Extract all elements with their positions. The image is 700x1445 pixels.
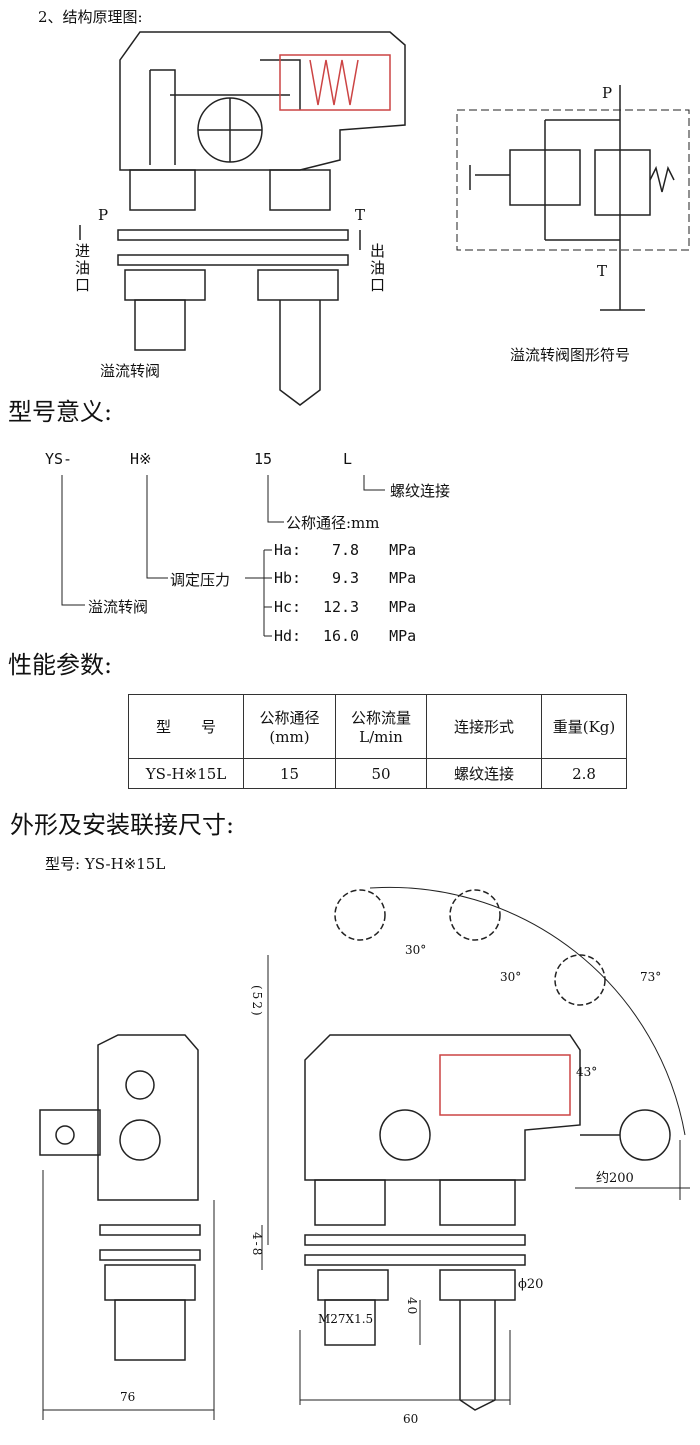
port-t-label: T bbox=[355, 206, 366, 224]
header-weight: 重量(Kg) bbox=[541, 694, 627, 759]
connection-label: 螺纹连接 bbox=[390, 482, 451, 500]
front-view-drawing bbox=[261, 886, 690, 1411]
port-p-label: P bbox=[98, 206, 109, 224]
valve-caption: 溢流转阀 bbox=[100, 362, 161, 380]
pressure-option: Hd: 16.0 MPa bbox=[274, 627, 416, 645]
section-title-model: 型号意义: bbox=[8, 398, 113, 426]
pressure-label: 调定压力 bbox=[170, 571, 231, 589]
dim-thread: M27X1.5 bbox=[318, 1312, 374, 1326]
pressure-value: 7.8 bbox=[332, 541, 360, 559]
dim-76: 76 bbox=[120, 1390, 136, 1404]
symbol-t-label: T bbox=[597, 262, 608, 280]
pressure-unit: MPa bbox=[389, 541, 417, 559]
pressure-unit: MPa bbox=[389, 598, 417, 616]
cell-flow: 50 bbox=[335, 758, 427, 789]
angle-73: 73° bbox=[640, 970, 662, 984]
hydraulic-symbol bbox=[456, 85, 690, 311]
header-model: 型 号 bbox=[128, 694, 244, 759]
pressure-value: 9.3 bbox=[332, 569, 360, 587]
pressure-code: Ha: bbox=[274, 541, 302, 559]
section-title-dimensions: 外形及安装联接尺寸: bbox=[10, 811, 235, 839]
pressure-unit: MPa bbox=[389, 569, 417, 587]
cell-diameter: 15 bbox=[243, 758, 336, 789]
outlet-label: 出油口 bbox=[368, 243, 386, 294]
dim-4-8: 4-8 bbox=[250, 1232, 264, 1258]
symbol-caption: 溢流转阀图形符号 bbox=[510, 346, 631, 364]
symbol-p-label: P bbox=[602, 84, 613, 102]
dim-52: (52) bbox=[250, 985, 264, 1018]
valve-label: 溢流转阀 bbox=[88, 598, 149, 616]
header-connection: 连接形式 bbox=[426, 694, 542, 759]
valve-section-drawing bbox=[79, 31, 406, 406]
pressure-unit: MPa bbox=[389, 627, 417, 645]
dim-40: 40 bbox=[405, 1297, 419, 1317]
pressure-value: 12.3 bbox=[322, 598, 360, 616]
dim-200: 约200 bbox=[596, 1171, 634, 1186]
code-series: YS- bbox=[45, 450, 73, 468]
cell-weight: 2.8 bbox=[541, 758, 627, 789]
code-connection: L bbox=[343, 450, 353, 468]
cell-model: YS-H※15L bbox=[128, 758, 244, 789]
section-title-performance: 性能参数: bbox=[8, 651, 113, 679]
dim-phi20: ϕ20 bbox=[518, 1277, 544, 1292]
pressure-option: Hb: 9.3 MPa bbox=[274, 569, 416, 587]
pressure-code: Hd: bbox=[274, 627, 302, 645]
angle-43: 43° bbox=[576, 1065, 598, 1079]
code-pressure: H※ bbox=[130, 450, 152, 468]
table-row: YS-H※15L 15 50 螺纹连接 2.8 bbox=[128, 758, 627, 789]
section-title-structure: 2、结构原理图: bbox=[38, 8, 143, 26]
pressure-value: 16.0 bbox=[322, 627, 360, 645]
dimension-model: 型号: YS-H※15L bbox=[45, 855, 166, 873]
diameter-label: 公称通径:mm bbox=[286, 514, 380, 532]
inlet-label: 进油口 bbox=[73, 243, 91, 294]
pressure-option: Ha: 7.8 MPa bbox=[274, 541, 416, 559]
dim-60: 60 bbox=[403, 1412, 419, 1426]
pressure-option: Hc: 12.3 MPa bbox=[274, 598, 416, 616]
angle-30-a: 30° bbox=[405, 943, 427, 957]
pressure-code: Hb: bbox=[274, 569, 302, 587]
cell-connection: 螺纹连接 bbox=[426, 758, 542, 789]
code-diameter: 15 bbox=[254, 450, 273, 468]
angle-30-b: 30° bbox=[500, 970, 522, 984]
side-view-drawing bbox=[39, 1034, 215, 1420]
header-diameter: 公称通径(mm) bbox=[243, 694, 336, 759]
pressure-code: Hc: bbox=[274, 598, 302, 616]
model-code-leaders bbox=[61, 475, 385, 637]
